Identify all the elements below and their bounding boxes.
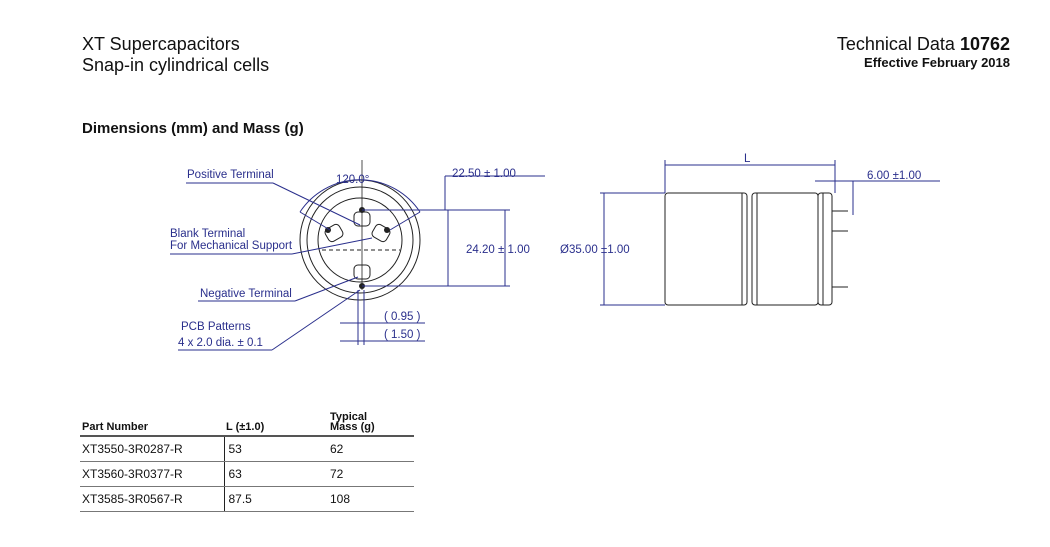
- negative-terminal-label: Negative Terminal: [200, 288, 292, 300]
- side-view: [664, 192, 848, 306]
- pcb-patterns-label: PCB Patterns: [181, 321, 251, 333]
- dimension-24-20: 24.20 ± 1.00: [466, 244, 530, 256]
- document-title: XT Supercapacitors Snap-in cylindrical c…: [82, 34, 269, 76]
- header-mass-line1: Typical: [330, 411, 368, 423]
- mass: 108: [328, 486, 414, 512]
- angle-dimension: 120.0°: [336, 174, 369, 186]
- dimension-22-50: 22.50 ± 1.00: [452, 168, 516, 180]
- negative-terminal-pad: [353, 264, 371, 280]
- header-length: L (±1.0): [224, 412, 328, 437]
- dimension-0-95: ( 0.95 ): [384, 311, 421, 323]
- dimension-1-50: ( 1.50 ): [384, 329, 421, 341]
- doc-number: 10762: [959, 34, 1010, 54]
- blank-terminal-label: Blank Terminal: [170, 228, 245, 240]
- blank-terminal-pad-right: [371, 223, 391, 243]
- part-number: XT3550-3R0287-R: [80, 436, 224, 462]
- header-part-number: Part Number: [80, 412, 224, 437]
- mass: 62: [328, 436, 414, 462]
- part-number: XT3560-3R0377-R: [80, 461, 224, 487]
- blank-terminal-label-2: For Mechanical Support: [170, 240, 293, 252]
- section-title: Dimensions (mm) and Mass (g): [82, 120, 304, 137]
- technical-data-label: Technical Data 10762: [837, 34, 1010, 55]
- blank-terminal-pad-left: [324, 223, 344, 243]
- effective-date: Effective February 2018: [864, 55, 1010, 70]
- dimension-6-00: 6.00 ±1.00: [867, 170, 921, 182]
- header-mass-line2: Mass (g): [330, 421, 375, 433]
- mass: 72: [328, 461, 414, 487]
- length: 63: [223, 461, 328, 487]
- part-number: XT3585-3R0567-R: [80, 486, 224, 512]
- length: 53: [223, 436, 328, 462]
- positive-terminal-label: Positive Terminal: [187, 169, 274, 181]
- doc-label: Technical Data: [836, 34, 955, 54]
- dimension-L: L: [744, 153, 751, 165]
- pcb-patterns-spec: 4 x 2.0 dia. ± 0.1: [178, 337, 263, 349]
- title-line-2: Snap-in cylindrical cells: [82, 55, 270, 75]
- title-line-1: XT Supercapacitors: [82, 34, 240, 54]
- length: 87.5: [223, 486, 328, 512]
- dimension-diameter: Ø35.00 ±1.00: [560, 244, 630, 256]
- front-view: [299, 160, 421, 301]
